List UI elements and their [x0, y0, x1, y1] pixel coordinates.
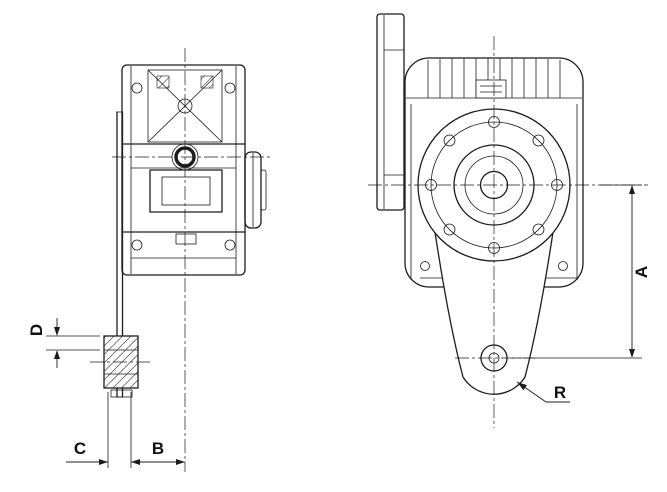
dimension-a: A [512, 184, 651, 359]
front-view: A R [376, 13, 651, 403]
dimension-label-a: A [632, 266, 651, 278]
dimension-d: D [27, 318, 100, 368]
bushing-section [103, 335, 139, 398]
gearbox-front-housing [404, 57, 584, 288]
dimension-label-r: R [554, 383, 566, 402]
radius-callout: R [516, 381, 570, 403]
dimension-label-b: B [152, 439, 164, 458]
dimension-label-d: D [27, 324, 46, 336]
input-flange [376, 13, 405, 211]
dimension-b: B [130, 392, 185, 468]
centerlines [90, 36, 648, 472]
output-hub-side [244, 151, 267, 229]
gearbox-side-body [121, 64, 267, 276]
dimension-c: C [66, 392, 109, 468]
nameplate [475, 79, 507, 99]
dimension-label-c: C [74, 439, 86, 458]
side-view: D C B [27, 64, 267, 468]
